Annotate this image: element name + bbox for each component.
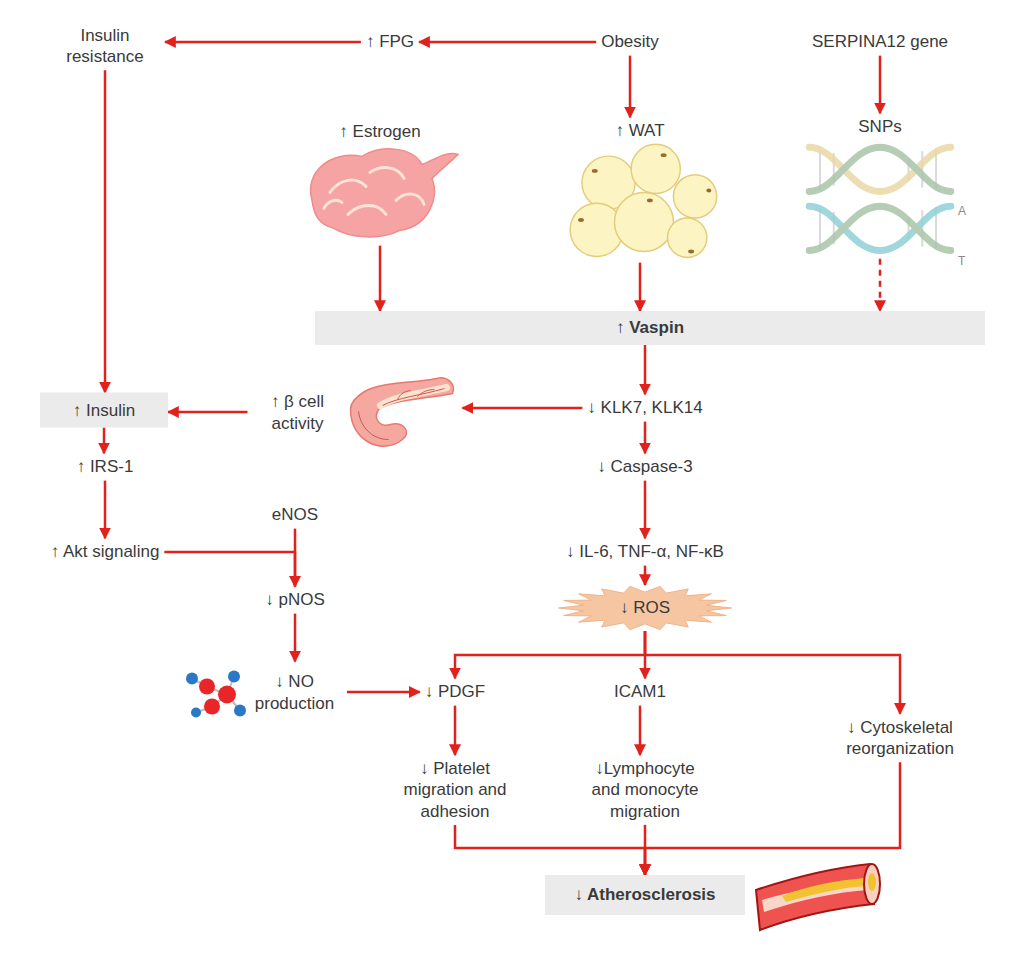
node-text: ↓ PDGF (425, 681, 485, 702)
dna-illustration (805, 138, 955, 256)
node-text: ↓ IL-6, TNF-α, NF-κB (566, 541, 724, 562)
atherosclerosis-box: ↓ Atherosclerosis (545, 875, 745, 915)
node-text: ↑ Vaspin (616, 317, 684, 338)
pathway-step: ↓ KLK7, KLK14 (582, 394, 707, 421)
pathway-step: ↓ IL-6, TNF-α, NF-κB (561, 538, 729, 565)
hormone-node: ↑ Estrogen (295, 118, 465, 245)
condition-label: Obesity (596, 28, 664, 55)
arrow-connector (645, 762, 900, 875)
pancreas-illustration (343, 370, 458, 455)
tissue-node: ↑ WAT (555, 117, 725, 262)
node-text: ↑ Akt signaling (51, 541, 160, 562)
arrow-connector (164, 552, 295, 586)
node-text: eNOS (272, 504, 318, 525)
node-text: ↑ IRS-1 (77, 456, 134, 477)
outcome-step: ↓ Platelet migration and adhesion (388, 755, 523, 825)
arrow-connector (104, 70, 107, 392)
node-text: ↓ KLK7, KLK14 (587, 397, 702, 418)
arrow-connector (419, 41, 596, 44)
arrow-connector (454, 706, 457, 756)
snp-node: SNPs (800, 113, 960, 258)
node-text: ICAM1 (614, 681, 666, 702)
arrow-connector (645, 631, 900, 714)
factor-label: ↑ FPG (361, 28, 419, 55)
arrow-connector (644, 422, 647, 454)
insulin-box: ↑ Insulin (40, 393, 168, 428)
arrow-connector (168, 411, 248, 414)
node-text: ↓ ROS (620, 597, 670, 618)
molecule-illustration (182, 665, 247, 720)
ovary-illustration (300, 143, 460, 243)
fat-illustration (560, 142, 720, 260)
strand-letter: A (958, 204, 966, 218)
arrow-connector (455, 825, 645, 875)
arrow-connector (639, 263, 642, 311)
arrow-connector (639, 706, 642, 756)
node-text: ↑ FPG (366, 31, 414, 52)
node-text: SNPs (858, 116, 901, 137)
arrow-connector (294, 614, 297, 662)
arrow-connector (644, 345, 647, 394)
arrow-connector (629, 56, 632, 118)
node-text: ↓ Atherosclerosis (574, 884, 715, 905)
outcome-step: ↓ Cytoskeletal reorganization (825, 714, 975, 763)
pathway-step: ↑ IRS-1 (72, 453, 139, 480)
arrow-connector (644, 481, 647, 539)
node-text: ↓ Platelet migration and adhesion (393, 758, 518, 822)
gene-label: SERPINA12 gene (807, 28, 953, 55)
beta-cell-node: ↑ β cell activity (248, 367, 463, 458)
vaspin-band: ↑ Vaspin (315, 311, 985, 345)
node-text: Obesity (601, 31, 659, 52)
pathway-step: ↑ Akt signaling (46, 538, 165, 565)
node-text: ↓ Cytoskeletal reorganization (830, 717, 970, 760)
node-text: ↓Lymphocyte and monocyte migration (585, 758, 705, 822)
no-node: ↓ NO production (177, 662, 347, 723)
pathway-step: eNOS (267, 501, 323, 528)
outcome-step: ↓Lymphocyte and monocyte migration (580, 755, 710, 825)
arrow-connector (347, 691, 420, 694)
strand-letter: T (958, 254, 965, 268)
arrow-connector (294, 529, 297, 587)
pathway-step: ↓ pNOS (260, 586, 330, 613)
node-text: ↑ Estrogen (339, 121, 420, 142)
node-text: ↓ pNOS (265, 589, 325, 610)
pathway-step: ↓ Caspase-3 (592, 453, 697, 480)
pathway-step: ↓ PDGF (420, 678, 490, 705)
node-text: ↓ Caspase-3 (597, 456, 692, 477)
arrow-connector (455, 631, 645, 678)
ros-starburst: ↓ ROS (558, 585, 733, 631)
node-text: ↑ Insulin (73, 399, 135, 420)
node-text: ↑ WAT (615, 120, 664, 141)
arrow-connector (644, 566, 647, 585)
arrow-connector (879, 56, 882, 114)
arrow-connector (104, 481, 107, 539)
arrow-connector (463, 407, 583, 410)
node-text: SERPINA12 gene (812, 31, 948, 52)
pathway-step: ICAM1 (609, 678, 671, 705)
artery-illustration (752, 856, 882, 940)
node-text: ↑ β cell activity (253, 391, 343, 434)
arrow-connector (103, 428, 106, 454)
arrow-connector (165, 41, 361, 44)
condition-label: Insulin resistance (45, 22, 165, 71)
arrow-connector (879, 259, 882, 311)
arrow-connector (379, 246, 382, 311)
node-text: ↓ NO production (247, 671, 342, 714)
node-text: Insulin resistance (50, 25, 160, 68)
